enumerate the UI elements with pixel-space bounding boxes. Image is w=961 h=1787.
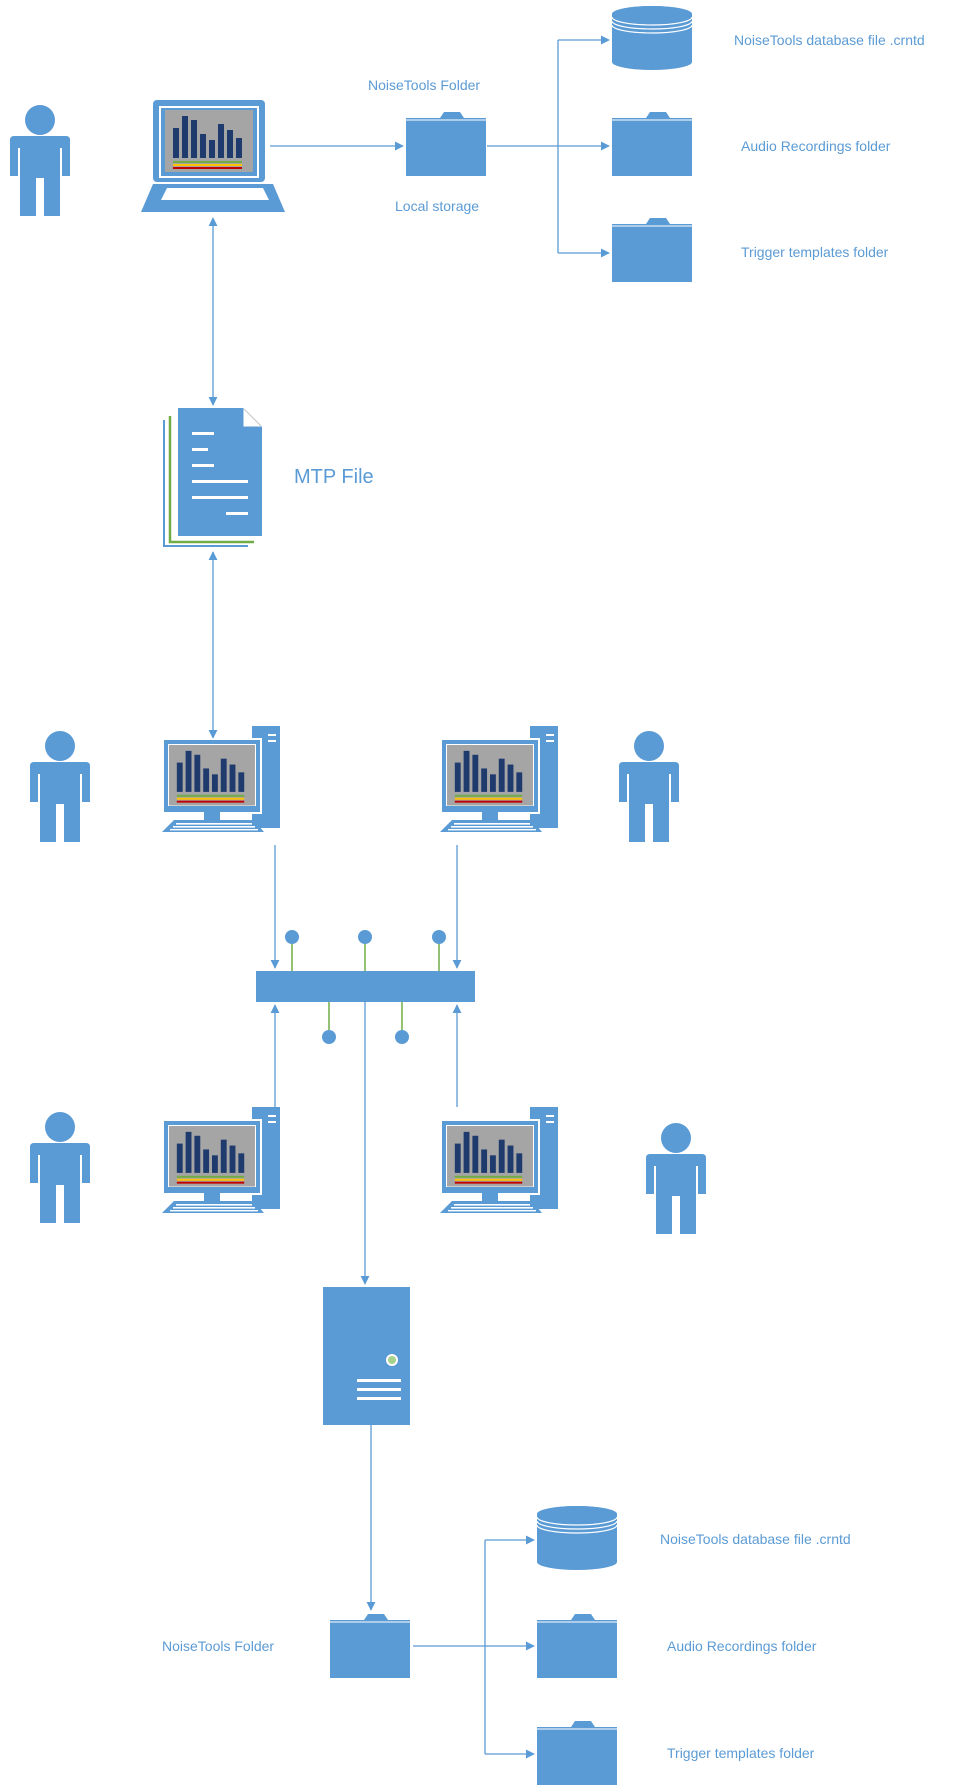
person-icon [30,1112,90,1223]
top-audio-label: Audio Recordings folder [741,138,891,154]
mtp-file-label: MTP File [294,466,374,488]
local-storage-label: Local storage [395,198,480,214]
top-db-label: NoiseTools database file .crntd [734,32,925,48]
laptop-icon [141,100,285,212]
person-icon [646,1123,706,1234]
folder-icon [611,217,693,283]
folder-icon [329,1613,411,1679]
bottom-db-label: NoiseTools database file .crntd [660,1531,851,1547]
folder-icon [405,111,487,177]
person-icon [619,731,679,842]
desktop-computer-icon [162,726,280,832]
person-icon [30,731,90,842]
folder-icon [611,111,693,177]
desktop-computer-icon [162,1107,280,1213]
server-icon [323,1287,410,1425]
top-folder-label: NoiseTools Folder [368,77,481,93]
bottom-folder-label: NoiseTools Folder [162,1638,275,1654]
desktop-computer-icon [440,1107,558,1213]
document-stack-icon [163,408,262,547]
person-icon [10,105,70,216]
top-trigger-label: Trigger templates folder [741,244,889,260]
folder-icon [536,1613,618,1679]
database-icon [611,5,693,71]
bottom-audio-label: Audio Recordings folder [667,1638,817,1654]
bottom-trigger-label: Trigger templates folder [667,1745,815,1761]
desktop-computer-icon [440,726,558,832]
folder-icon [536,1720,618,1786]
database-icon [536,1505,618,1571]
